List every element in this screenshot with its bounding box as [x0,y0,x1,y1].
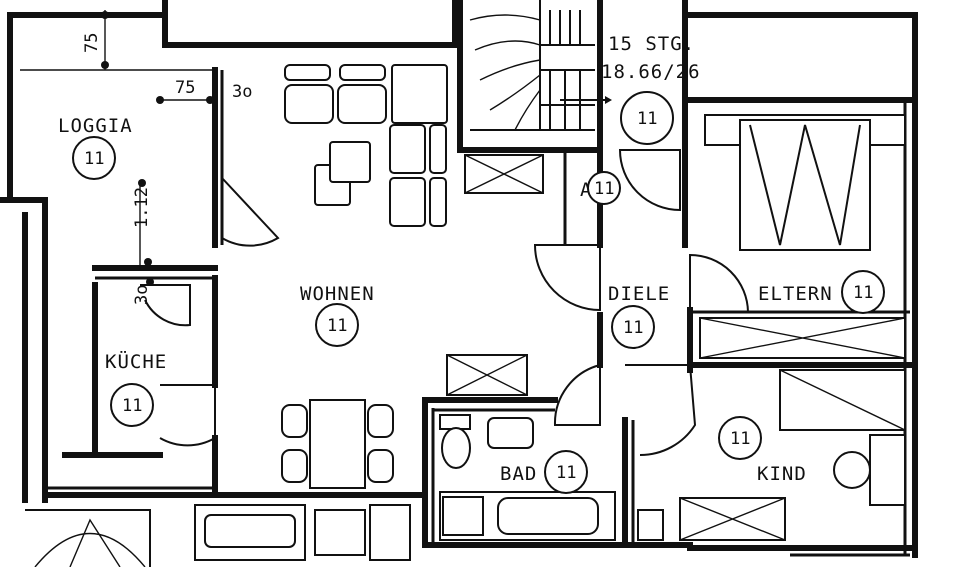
wohnen-badge: 11 [327,316,347,336]
dim-30-kueche: 3o [132,285,152,305]
loggia-badge-circle [72,136,116,180]
kueche-label: KÜCHE [105,350,167,373]
diele-badge: 11 [623,318,643,338]
a11-badge: 11 [594,179,614,199]
kind-badge-circle [718,416,762,460]
a11-badge-circle [587,171,621,205]
diele-label: DIELE [608,283,670,305]
dimension-lines [20,10,215,286]
stairs-ratio: 18.66/26 [601,61,701,83]
kueche-badge-circle [110,383,154,427]
kind-label: KIND [757,463,807,485]
dim-75-top: 75 [82,33,102,53]
doors [140,149,750,457]
eltern-badge-circle [841,270,885,314]
eltern-badge: 11 [853,283,873,303]
wohnen-badge-circle [315,303,359,347]
diele-badge-circle [611,305,655,349]
bad-badge: 11 [556,463,576,483]
eltern-label: ELTERN [758,283,833,305]
wohnen-label: WOHNEN [300,283,375,305]
kind-badge: 11 [730,429,750,449]
bad-label: BAD [500,463,537,485]
staircase [469,0,612,131]
a11-label: A [580,179,592,201]
dim-112: 1.12 [132,187,152,228]
loggia-badge: 11 [84,149,104,169]
kueche-badge: 11 [122,396,142,416]
dim-75: 75 [175,78,195,98]
stairs-label: 15 STG. [608,33,695,55]
dim-30-top: 3o [232,82,252,102]
loggia-label: LOGGIA [58,115,133,137]
stairs-badge: 11 [637,109,657,129]
stair-arrow-icon [605,96,612,104]
furniture [25,64,906,567]
room-labels: 75 75 3o 1.12 3o LOGGIA 11 KÜCHE 11 WOHN… [58,33,885,494]
bad-badge-circle [544,450,588,494]
stairs-badge-circle [620,91,674,145]
